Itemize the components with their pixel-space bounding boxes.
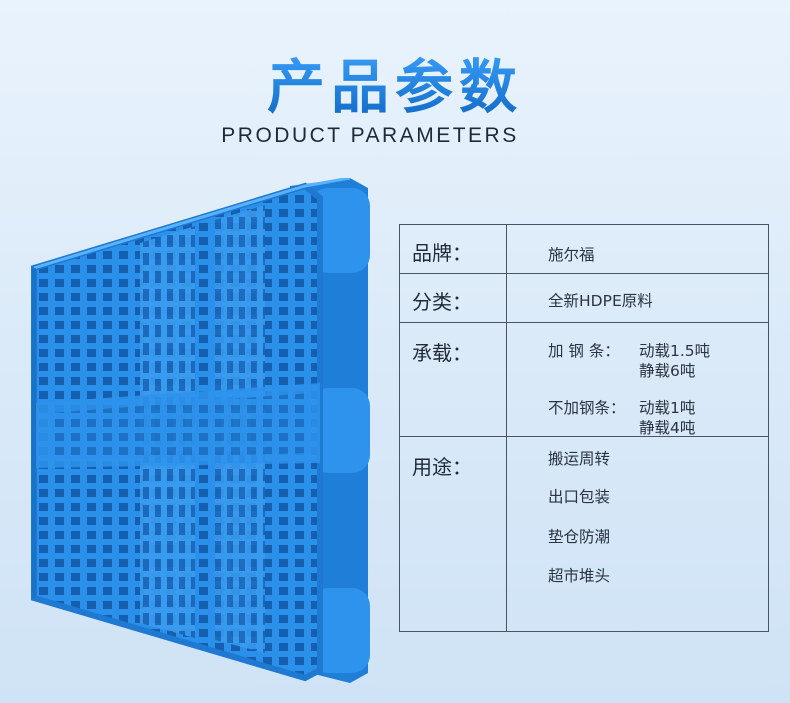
without-steel-dynamic: 动载1吨: [639, 399, 696, 417]
usage-item: 出口包装: [548, 488, 611, 506]
category-label: 分类：: [412, 290, 472, 314]
row-divider: [400, 436, 768, 437]
plastic-pallet-icon: [31, 178, 370, 683]
load-label: 承载：: [412, 341, 472, 365]
usage-item: 超市堆头: [548, 567, 611, 585]
parameter-table: 品牌： 施尔福 分类： 全新HDPE原料 承载： 加 钢 条： 动载1.5吨 静…: [399, 224, 769, 632]
without-steel-static: 静载4吨: [639, 419, 696, 437]
usage-item: 垫仓防潮: [548, 528, 611, 546]
category-value: 全新HDPE原料: [548, 292, 653, 310]
page-title: 产品参数: [0, 40, 790, 124]
with-steel-name: 加 钢 条：: [548, 342, 620, 360]
row-divider: [400, 273, 768, 274]
usage-label: 用途：: [412, 455, 472, 479]
without-steel-name: 不加钢条：: [548, 399, 626, 417]
row-divider: [400, 322, 768, 323]
with-steel-static: 静载6吨: [639, 362, 696, 380]
usage-item: 搬运周转: [548, 450, 611, 468]
brand-label: 品牌：: [412, 241, 472, 265]
table-divider: [506, 225, 507, 631]
page-subtitle: PRODUCT PARAMETERS: [221, 124, 519, 147]
with-steel-dynamic: 动载1.5吨: [639, 342, 711, 360]
brand-value: 施尔福: [548, 246, 595, 264]
